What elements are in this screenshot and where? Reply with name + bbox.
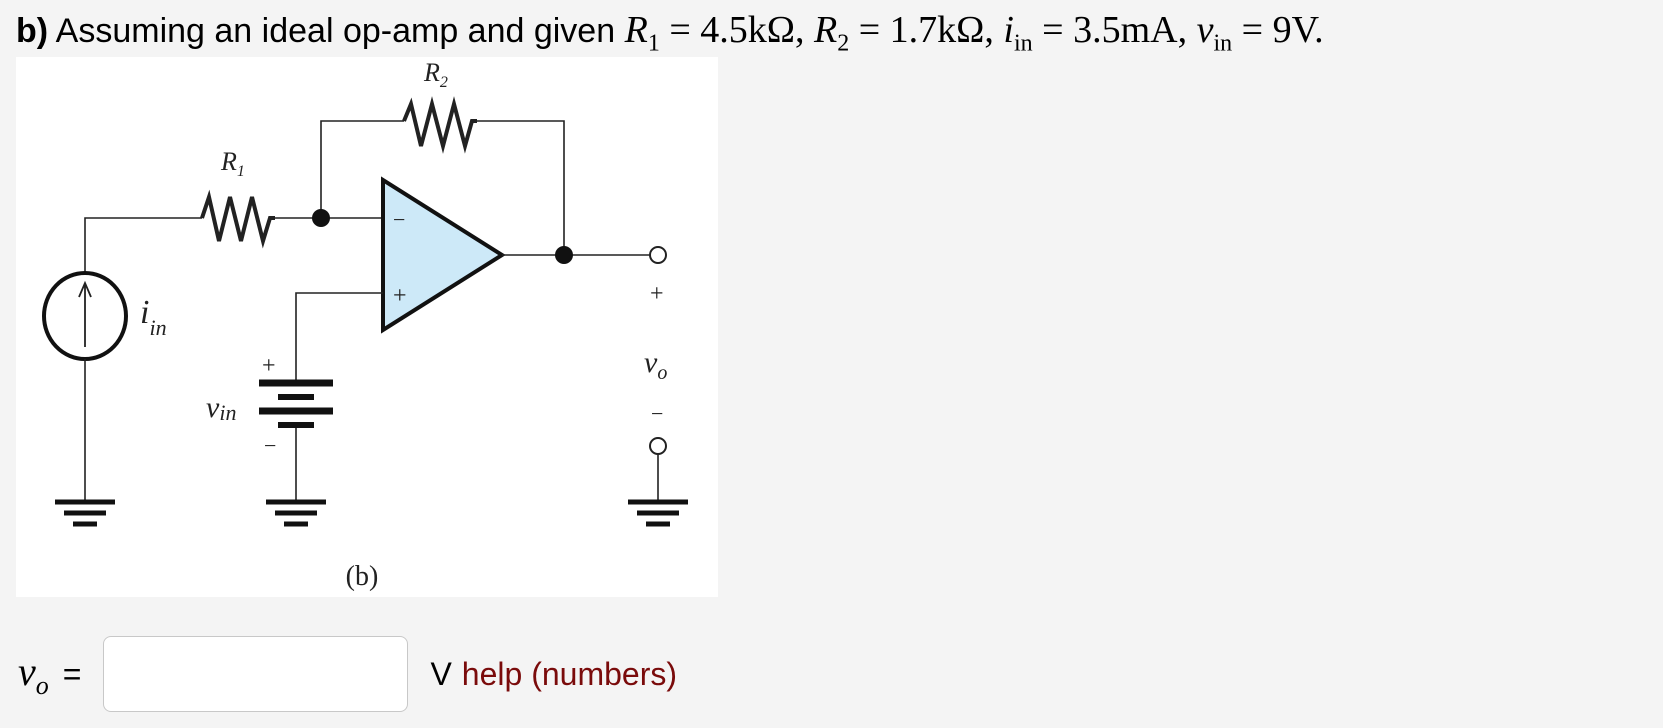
op-amp [381, 176, 506, 334]
inverting-input-sign: − [393, 207, 405, 232]
question-text: b) Assuming an ideal op-amp and given R1… [16, 8, 1324, 58]
battery-vin [259, 379, 333, 428]
answer-row: vo = V help (numbers) [18, 634, 677, 714]
ground-icon [55, 499, 115, 527]
vin-wire [295, 292, 383, 501]
figure-caption: (b) [346, 561, 379, 592]
resistor-r1 [200, 189, 275, 249]
part-label: b) [16, 12, 49, 50]
output-terminal-plus [649, 246, 667, 264]
r1-label: R1 [220, 147, 245, 180]
vin-label: vin [206, 391, 236, 425]
vin-minus-sign: − [264, 433, 276, 458]
resistor-r2 [402, 96, 477, 154]
output-node [555, 246, 573, 264]
help-numbers-link[interactable]: help (numbers) [461, 655, 677, 692]
output-terminal-minus [649, 437, 667, 455]
vo-plus-sign: + [650, 281, 664, 307]
ground-icon [628, 499, 688, 527]
given-values: R1 = 4.5kΩ, R2 = 1.7kΩ, iin = 3.5mA, vin… [624, 9, 1324, 57]
question-prompt: Assuming an ideal op-amp and given [55, 12, 616, 50]
arrow-up-icon [78, 280, 92, 347]
ground-icon [266, 499, 326, 527]
circuit-figure: R2 R1 − + + vo − + vin − iin [16, 57, 718, 597]
unit-label: V [430, 655, 452, 692]
junction-node [312, 209, 330, 227]
vin-plus-sign: + [262, 353, 276, 379]
feedback-wire [320, 120, 565, 255]
vo-label: vo [644, 346, 667, 384]
vo-minus-sign: − [651, 401, 663, 426]
answer-variable: vo [18, 648, 49, 700]
iin-label: iin [140, 294, 167, 340]
noninverting-input-sign: + [393, 283, 407, 309]
input-wire [84, 217, 383, 273]
vo-answer-input[interactable] [103, 636, 409, 712]
equals-sign: = [62, 655, 82, 692]
r2-label: R2 [423, 58, 448, 91]
